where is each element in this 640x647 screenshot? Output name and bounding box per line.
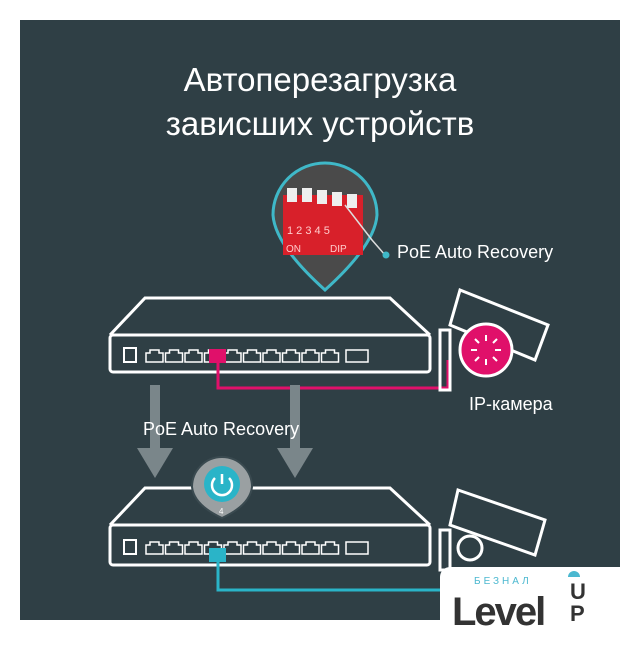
logo-up-text: UP <box>570 579 586 626</box>
infographic-panel <box>20 20 620 620</box>
down-arrows <box>137 385 313 478</box>
network-switch-top <box>108 296 432 374</box>
loading-spinner-icon <box>471 335 501 365</box>
network-switch-bottom <box>108 486 432 567</box>
ethernet-port <box>145 349 164 363</box>
ethernet-port <box>320 541 340 555</box>
ethernet-port <box>145 541 164 555</box>
dip-on-label: ON <box>286 244 301 255</box>
ethernet-port <box>301 541 320 555</box>
logo-small-text: БЕЗНАЛ <box>474 576 532 587</box>
ip-camera-icon <box>438 287 550 392</box>
highlighted-port-cyan <box>209 548 226 562</box>
ethernet-port <box>262 541 281 555</box>
ethernet-port <box>281 541 301 555</box>
ethernet-port <box>164 349 184 363</box>
highlighted-port-magenta <box>209 349 226 363</box>
ethernet-port <box>223 541 242 555</box>
ethernet-port <box>262 349 281 363</box>
levelup-logo: БЕЗНАЛ Level UP <box>440 567 640 647</box>
ip-camera-icon-2 <box>438 488 547 572</box>
ethernet-port <box>223 349 242 363</box>
logo-main-text: Level <box>452 590 546 634</box>
title-line-1: Автоперезагрузка <box>183 61 457 98</box>
port-number: 4 <box>219 507 224 516</box>
ethernet-port <box>320 349 340 363</box>
camera-label: IP-камера <box>469 394 553 414</box>
cable-magenta <box>216 360 450 390</box>
cable-cyan <box>216 562 450 592</box>
ethernet-port <box>164 541 184 555</box>
logo-arc-icon <box>568 571 580 577</box>
dip-switch-bubble: 1 2 3 4 5 ON DIP <box>271 161 390 293</box>
dip-feature-label: PoE Auto Recovery <box>397 242 554 262</box>
ethernet-port <box>184 349 203 363</box>
ethernet-port <box>281 349 301 363</box>
ethernet-port <box>242 541 262 555</box>
title-line-2: зависших устройств <box>165 105 475 142</box>
ethernet-port <box>184 541 203 555</box>
arrow-label: PoE Auto Recovery <box>143 419 300 439</box>
dip-dip-label: DIP <box>330 244 347 255</box>
ethernet-port <box>242 349 262 363</box>
port-recovery-bubble: 4 <box>190 456 254 520</box>
ethernet-port <box>301 349 320 363</box>
dip-numbers: 1 2 3 4 5 <box>287 225 330 237</box>
